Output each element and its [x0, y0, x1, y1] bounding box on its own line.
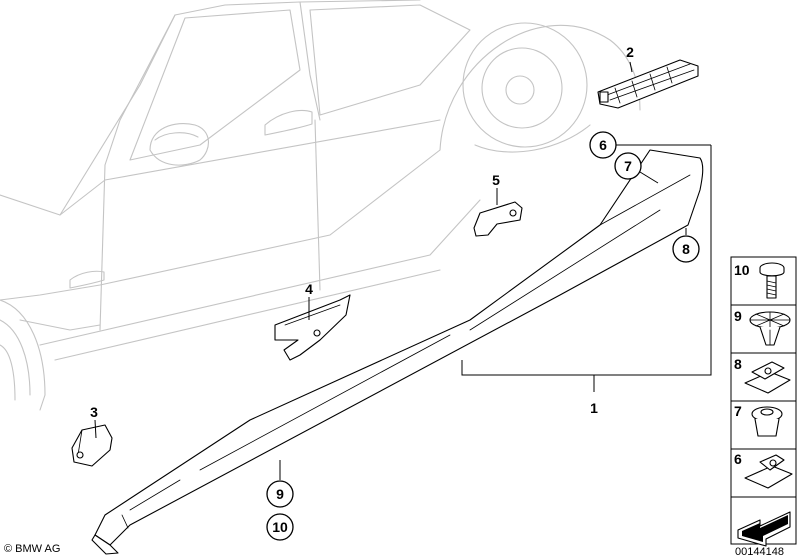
- callout-4: 4: [305, 281, 313, 297]
- car-outline: [0, 0, 641, 411]
- callout-8-circled: 8: [672, 235, 700, 263]
- bracket-part-2: [597, 59, 699, 109]
- callout-2: 2: [626, 44, 634, 60]
- legend-label-8: 8: [734, 356, 742, 372]
- side-sill-panel: [91, 149, 704, 555]
- direction-arrow-icon: [737, 511, 791, 547]
- svg-text:6: 6: [599, 137, 607, 153]
- callout-9-circled: 9: [266, 480, 294, 508]
- bracket-part-3: [71, 424, 113, 467]
- nut-clip-icon: [744, 454, 793, 489]
- legend-label-7: 7: [734, 403, 742, 419]
- callout-6-circled: 6: [589, 131, 617, 159]
- clip-part-5: [473, 201, 523, 237]
- speed-nut-icon: [744, 361, 791, 394]
- fastener-legend: 10 9 8 7 6: [730, 256, 797, 547]
- svg-text:7: 7: [624, 158, 632, 174]
- legend-label-6: 6: [734, 451, 742, 467]
- callout-7-circled: 7: [614, 152, 642, 180]
- grommet-icon: [751, 406, 783, 437]
- screw-icon: [759, 262, 785, 299]
- expanding-clip-icon: [749, 311, 791, 346]
- callout-10-circled: 10: [266, 513, 294, 541]
- legend-label-9: 9: [734, 308, 742, 324]
- callout-1: 1: [590, 400, 598, 416]
- svg-text:8: 8: [682, 241, 690, 257]
- legend-label-10: 10: [734, 262, 750, 278]
- callout-5: 5: [492, 172, 500, 188]
- bracket-part-4: [274, 294, 351, 361]
- callout-3: 3: [90, 404, 98, 420]
- leader-lines: [94, 61, 712, 480]
- svg-text:10: 10: [272, 519, 288, 535]
- svg-text:9: 9: [276, 486, 284, 502]
- copyright-text: © BMW AG: [4, 543, 60, 555]
- image-number: 00144148: [735, 546, 784, 558]
